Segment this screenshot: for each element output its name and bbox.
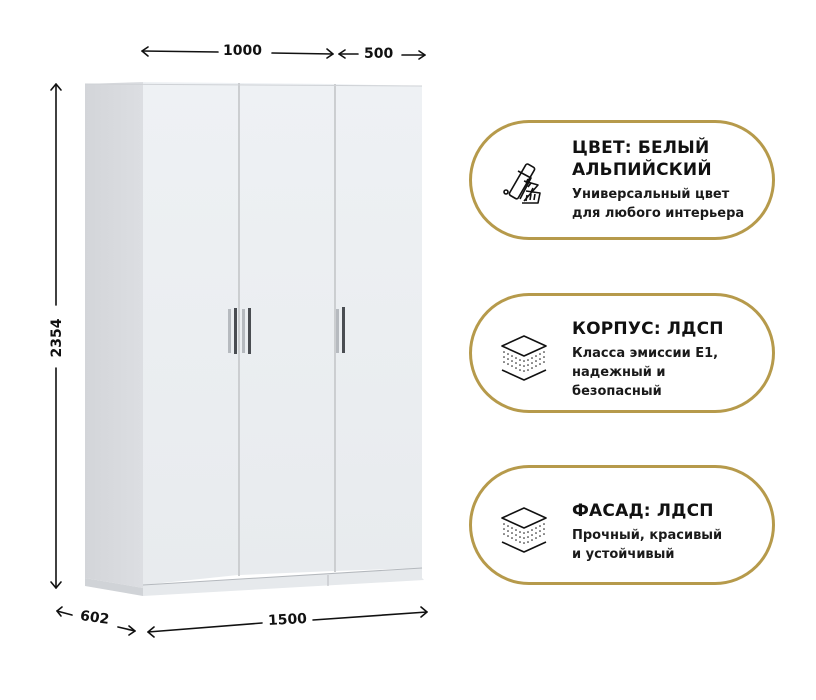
layered-board-icon [501,507,547,553]
feature-desc-line-1: Универсальный цвет [572,187,730,202]
dimension-width-bottom: 1500 [267,610,308,630]
door-handles [228,307,345,354]
feature-title-line-2: АЛЬПИЙСКИЙ [572,160,712,180]
feature-card-facade: ФАСАД: ЛДСП Прочный, красивый и устойчив… [469,465,775,585]
feature-card-color: ЦВЕТ: БЕЛЫЙ АЛЬПИЙСКИЙ Универсальный цве… [469,120,775,240]
color-swatch-icon [503,163,541,204]
dimension-depth-top: 500 [364,46,394,62]
feature-desc-line-1: Класса эмиссии Е1, [572,346,719,361]
feature-title: КОРПУС: ЛДСП [572,319,724,339]
feature-desc-line-1: Прочный, красивый [572,528,723,543]
dimension-height: 2354 [49,318,65,358]
feature-desc: Класса эмиссии Е1, надежный и безопасный [572,344,756,401]
feature-title-line-1: ЦВЕТ: БЕЛЫЙ [572,138,710,158]
feature-title: ФАСАД: ЛДСП [572,501,714,521]
layered-board-icon [501,335,547,381]
dimension-width-top: 1000 [223,43,262,59]
feature-desc-line-3: безопасный [572,384,662,399]
feature-desc-line-2: и устойчивый [572,547,675,562]
feature-desc-line-2: надежный и [572,365,666,380]
feature-desc-line-2: для любого интерьера [572,206,745,221]
feature-desc: Прочный, красивый и устойчивый [572,526,756,564]
feature-desc: Универсальный цвет для любого интерьера [572,185,756,223]
feature-card-body: КОРПУС: ЛДСП Класса эмиссии Е1, надежный… [469,293,775,413]
